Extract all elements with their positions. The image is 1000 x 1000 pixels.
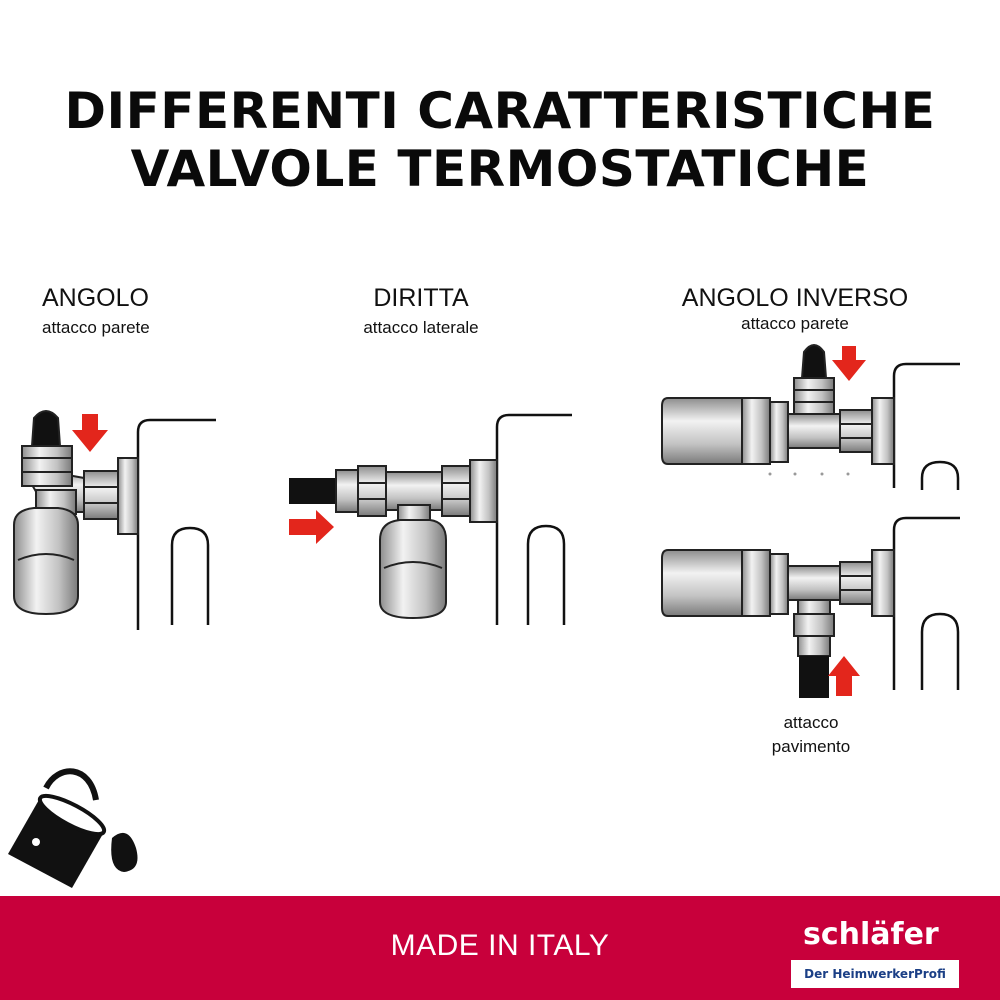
radiator-icon — [136, 418, 216, 630]
angolo-subtitle: attacco parete — [42, 318, 150, 337]
brand-logo: schläfer — [803, 917, 939, 952]
floor-connection-label-1: attacco — [783, 713, 839, 732]
supply-pipe — [289, 478, 336, 504]
floor-connection-label-2: pavimento — [771, 737, 851, 756]
angolo-heading: ANGOLO — [42, 284, 149, 312]
angolo-inverso-wall-diagram — [661, 344, 960, 490]
thermostatic-valve-icon — [13, 410, 139, 616]
diritta-subtitle: attacco laterale — [363, 318, 479, 337]
title-line-1: DIFFERENTI CARATTERISTICHE — [64, 82, 936, 140]
diritta-diagram — [289, 413, 572, 625]
thermostatic-valve-icon — [661, 549, 895, 657]
arrow-down-icon — [72, 414, 108, 452]
brand-tagline: Der HeimwerkerProfi — [804, 967, 946, 981]
paint-bucket-icon — [8, 768, 138, 888]
arrow-down-icon — [832, 346, 866, 381]
made-in-italy: MADE IN ITALY — [390, 929, 610, 962]
radiator-icon — [892, 516, 960, 690]
angolo-inverso-floor-diagram — [661, 516, 960, 698]
thermostatic-valve-icon — [335, 459, 498, 620]
brand-tagline-box — [791, 960, 959, 988]
arrow-up-icon — [828, 656, 860, 696]
arrow-right-icon — [289, 510, 334, 544]
radiator-icon — [495, 413, 572, 625]
diritta-heading: DIRITTA — [373, 284, 469, 312]
page-title: DIFFERENTI CARATTERISTICHE VALVOLE TERMO… — [0, 82, 1000, 198]
dotted-line — [768, 472, 850, 476]
angolo-diagram — [13, 410, 216, 630]
angolo-inverso-subtitle: attacco parete — [741, 314, 849, 333]
thermostatic-valve-icon — [661, 344, 895, 465]
angolo-inverso-heading: ANGOLO INVERSO — [681, 284, 909, 312]
floor-pipe — [799, 656, 829, 698]
title-line-2: VALVOLE TERMOSTATICHE — [130, 140, 870, 198]
radiator-icon — [892, 362, 960, 490]
